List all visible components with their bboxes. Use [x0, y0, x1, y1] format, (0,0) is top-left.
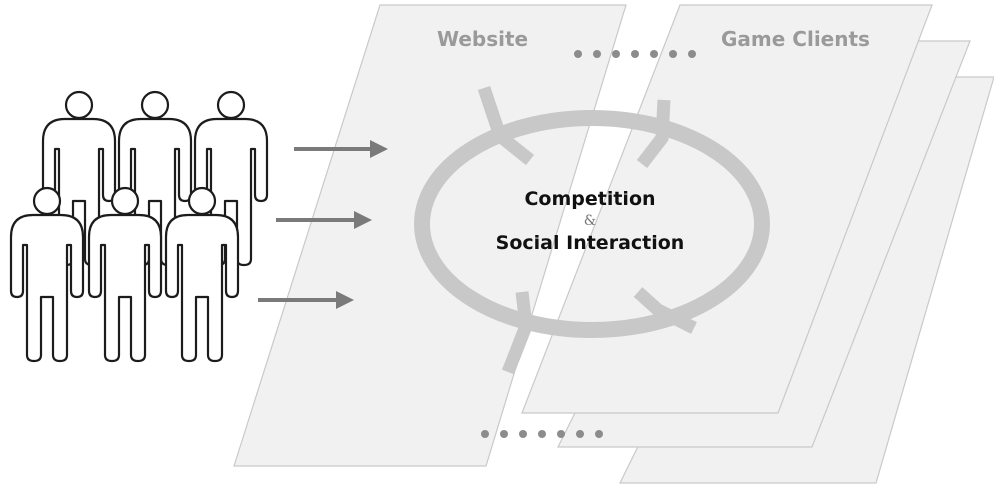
arrow-right-icon [258, 291, 354, 309]
game-clients-label: Game Clients [721, 27, 870, 51]
social-interaction-label: Social Interaction [496, 232, 685, 254]
ampersand-label: & [584, 213, 596, 229]
ellipsis-dots-top [574, 50, 696, 58]
people-group [9, 90, 269, 363]
ellipsis-dots-bottom [481, 430, 603, 438]
plane-game-clients [521, 4, 933, 414]
competition-label: Competition [524, 188, 655, 210]
arrow-right-icon [276, 211, 372, 229]
person-icon [164, 186, 240, 363]
cycle-arrows-icon [414, 85, 770, 375]
arrow-right-icon [294, 140, 388, 158]
website-label: Website [437, 27, 528, 51]
